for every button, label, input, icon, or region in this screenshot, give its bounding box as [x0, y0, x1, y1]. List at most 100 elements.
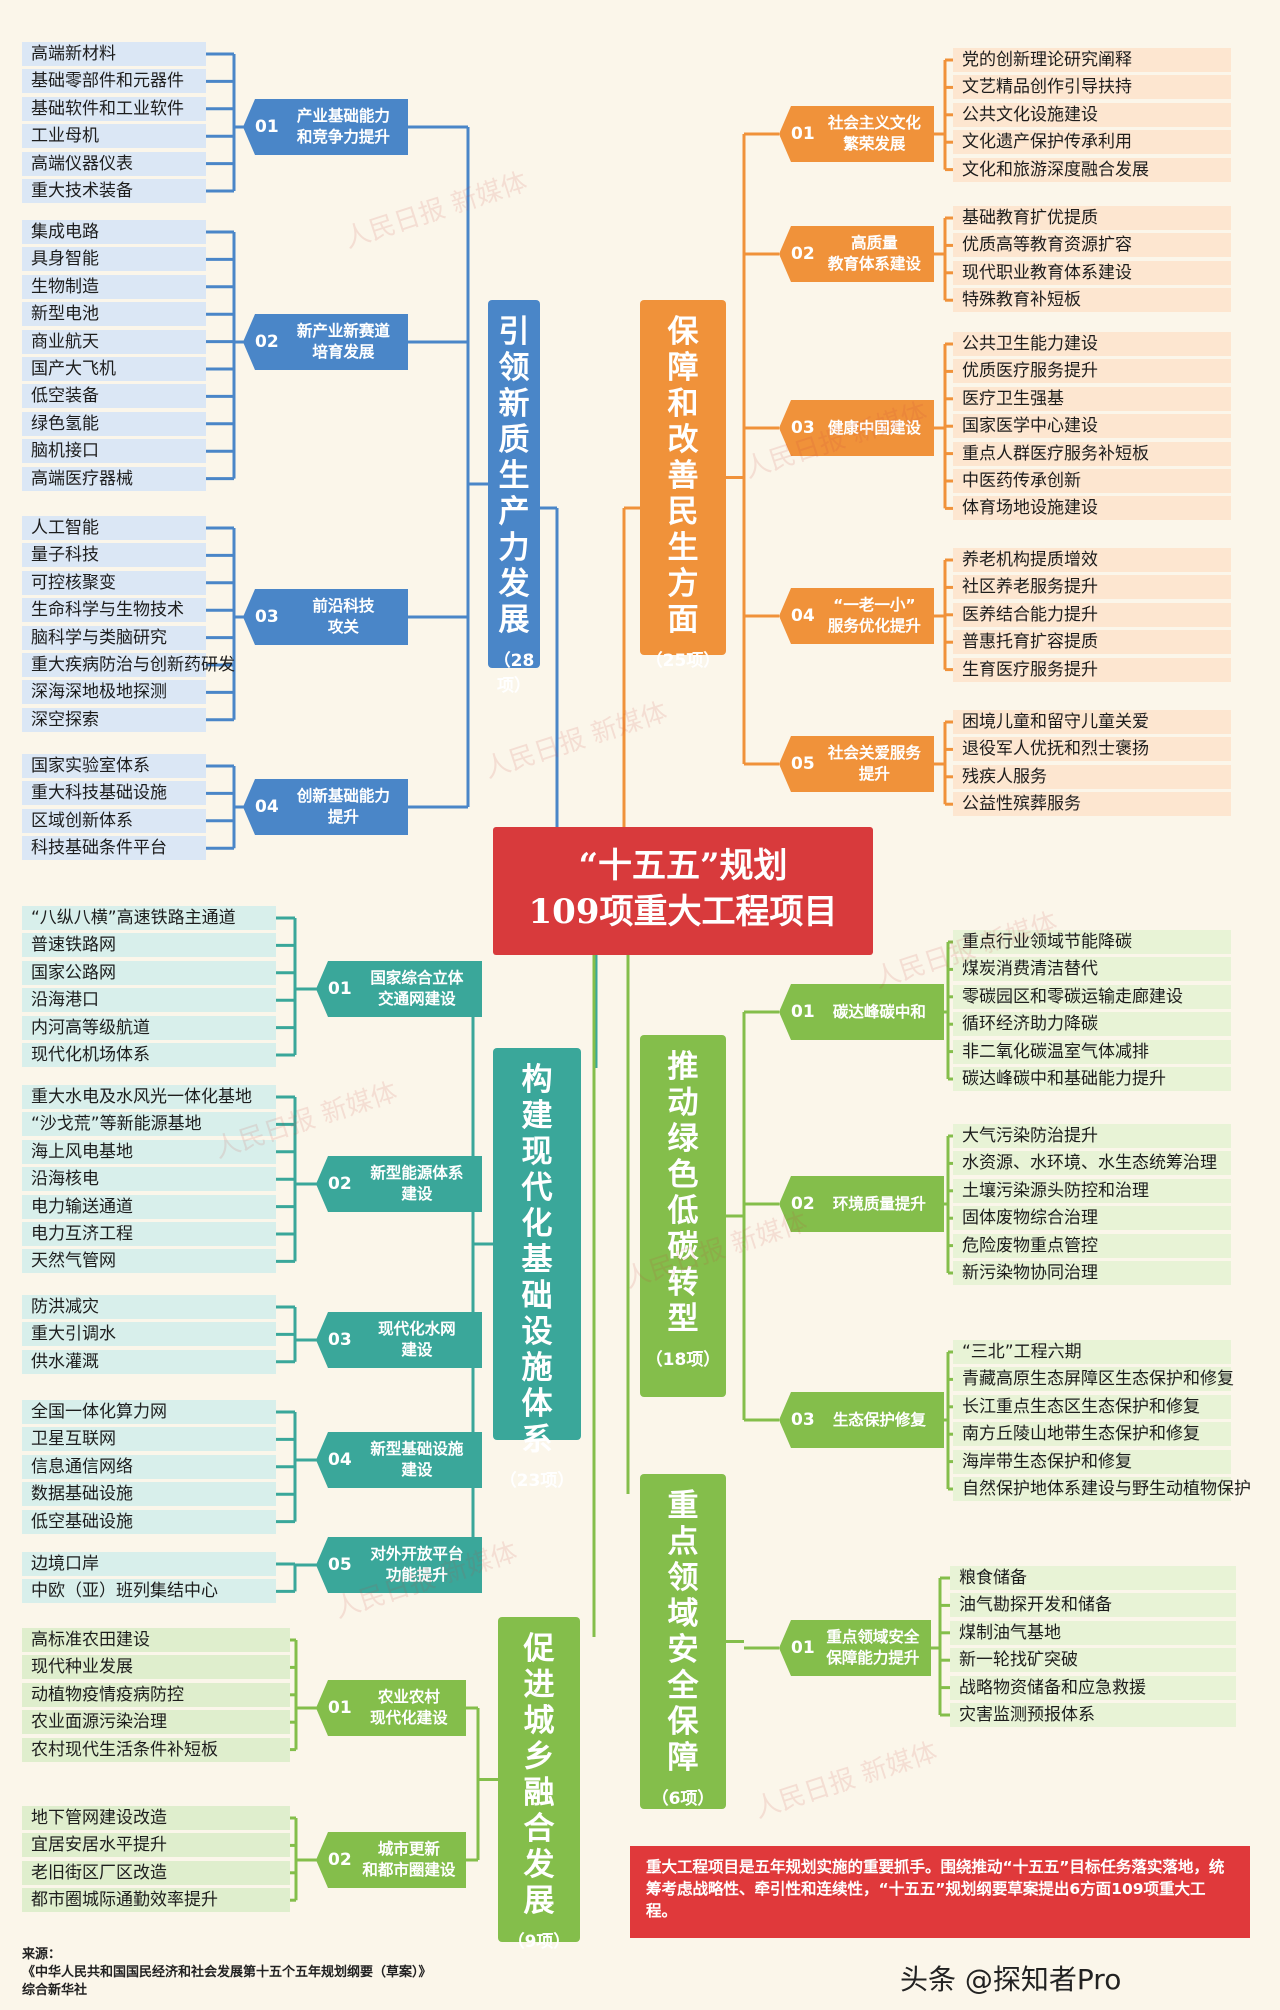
subcategory-label: 新产业新赛道 培育发展 [296, 322, 390, 361]
subcategory-label: 对外开放平台 功能提升 [370, 1545, 464, 1584]
category-title: 重点领域安全保障 [667, 1488, 699, 1776]
category-title: 推动绿色低碳转型 [667, 1049, 699, 1337]
project-item: 宜居安居水平提升 [22, 1833, 290, 1858]
subcategory-number: 04 [255, 796, 279, 817]
project-item: 可控核聚变 [22, 570, 206, 595]
project-item: 脑机接口 [22, 439, 206, 464]
subcategory-label: 新型能源体系 建设 [370, 1164, 464, 1203]
project-item: 特殊教育补短板 [953, 288, 1231, 313]
category-c5: 促进城乡融合发展 （9项） [498, 1617, 580, 1952]
project-item: 高端医疗器械 [22, 466, 206, 491]
subcategory-label: 产业基础能力 和竞争力提升 [296, 107, 390, 146]
project-item: 党的创新理论研究阐释 [953, 48, 1231, 72]
subcategory-label: 健康中国建设 [827, 418, 921, 437]
project-item: 农村现代生活条件补短板 [22, 1737, 290, 1762]
project-item: 土壤污染源头防控和治理 [953, 1178, 1231, 1203]
category-count: （6项） [651, 1789, 715, 1809]
project-item: 公共文化设施建设 [953, 102, 1231, 127]
project-item: 天然气管网 [22, 1249, 276, 1274]
subcategory-label: 环境质量提升 [832, 1194, 926, 1213]
project-item: 重大科技基础设施 [22, 781, 206, 806]
project-item: 体育场地设施建设 [953, 496, 1231, 521]
subcategory-c3-05: 05 对外开放平台 功能提升 [316, 1537, 482, 1593]
project-item: 生命科学与生物技术 [22, 598, 206, 623]
project-item: 脑科学与类脑研究 [22, 625, 206, 650]
category-title: 促进城乡融合发展 [523, 1631, 555, 1919]
project-item: 都市圈城际通勤效率提升 [22, 1888, 290, 1913]
source-line2: 综合新华社 [22, 1983, 88, 1998]
project-item: 重大疾病防治与创新药研发 [22, 653, 235, 677]
project-item: 煤炭消费清洁替代 [953, 957, 1231, 982]
subcategory-label: 创新基础能力 提升 [296, 787, 390, 826]
project-item: 普惠托育扩容提质 [953, 630, 1231, 655]
project-item: 医疗卫生强基 [953, 386, 1231, 411]
project-item: 信息通信网络 [22, 1454, 276, 1479]
subcategory-number: 02 [328, 1849, 352, 1870]
project-item: 养老机构提质增效 [953, 548, 1231, 572]
subcategory-number: 03 [255, 606, 279, 627]
project-item: 现代职业教育体系建设 [953, 260, 1231, 285]
category-count: （25项） [645, 651, 721, 671]
subcategory-number: 01 [791, 1001, 815, 1022]
subcategory-number: 02 [791, 1193, 815, 1214]
project-item: 国家实验室体系 [22, 754, 206, 778]
project-item: 循环经济助力降碳 [953, 1012, 1231, 1037]
summary-note: 重大工程项目是五年规划实施的重要抓手。围绕推动“十五五”目标任务落实落地，统筹考… [630, 1846, 1250, 1938]
subcategory-number: 01 [791, 123, 815, 144]
subcategory-number: 05 [791, 753, 815, 774]
project-item: 工业母机 [22, 124, 206, 149]
source-credit: 来源： 《中华人民共和国国民经济和社会发展第十五个五年规划纲要（草案）》 综合新… [22, 1946, 432, 2000]
project-item: 内河高等级航道 [22, 1015, 276, 1040]
subcategory-number: 01 [328, 978, 352, 999]
subcategory-c3-01: 01 国家综合立体 交通网建设 [316, 961, 482, 1017]
project-item: 供水灌溉 [22, 1349, 276, 1374]
project-item: 中欧（亚）班列集结中心 [22, 1579, 276, 1604]
category-count: （18项） [645, 1350, 721, 1370]
project-item: 优质医疗服务提升 [953, 359, 1231, 384]
project-item: 困境儿童和留守儿童关爱 [953, 710, 1231, 734]
category-count: （9项） [507, 1932, 571, 1952]
project-item: 固体废物综合治理 [953, 1206, 1231, 1231]
project-item: 高标准农田建设 [22, 1628, 290, 1652]
project-item: 重点人群医疗服务补短板 [953, 441, 1231, 466]
subcategory-label: 国家综合立体 交通网建设 [370, 969, 464, 1008]
project-item: 国家公路网 [22, 960, 276, 985]
subcategory-c1-02: 02 新产业新赛道 培育发展 [243, 314, 408, 370]
project-item: 动植物疫情疫病防控 [22, 1682, 290, 1707]
project-item: 文化遗产保护传承利用 [953, 130, 1231, 155]
project-item: 电力互济工程 [22, 1222, 276, 1246]
subcategory-label: 重点领域安全 保障能力提升 [826, 1628, 920, 1667]
subcategory-c2-04: 04“一老一小” 服务优化提升 [779, 588, 934, 644]
project-item: 大气污染防治提升 [953, 1124, 1231, 1148]
project-item: 国产大飞机 [22, 357, 206, 381]
project-item: 国家医学中心建设 [953, 414, 1231, 439]
subcategory-label: “一老一小” 服务优化提升 [827, 596, 921, 635]
subcategory-number: 02 [255, 331, 279, 352]
project-item: 海岸带生态保护和修复 [953, 1449, 1231, 1474]
project-item: 生物制造 [22, 274, 206, 299]
category-c1: 引领新质生产力发展（28项） [488, 300, 540, 696]
category-c2: 保障和改善民生方面（25项） [640, 300, 726, 671]
subcategory-number: 05 [328, 1554, 352, 1575]
center-title-line1: “十五五”规划 [578, 846, 788, 886]
project-item: 优质高等教育资源扩容 [953, 233, 1231, 258]
project-item: 南方丘陵山地带生态保护和修复 [953, 1422, 1231, 1447]
subcategory-label: 碳达峰碳中和 [832, 1002, 926, 1021]
project-item: 残疾人服务 [953, 764, 1231, 789]
subcategory-label: 社会关爱服务 提升 [827, 744, 921, 783]
project-item: 青藏高原生态屏障区生态保护和修复 [953, 1367, 1234, 1392]
project-item: 卫星互联网 [22, 1427, 276, 1452]
project-item: 新污染物协同治理 [953, 1261, 1231, 1285]
project-item: “三北”工程六期 [953, 1340, 1231, 1364]
subcategory-c1-04: 04 创新基础能力 提升 [243, 779, 408, 835]
category-c4: 推动绿色低碳转型 （18项） [640, 1035, 726, 1397]
subcategory-number: 03 [328, 1329, 352, 1350]
